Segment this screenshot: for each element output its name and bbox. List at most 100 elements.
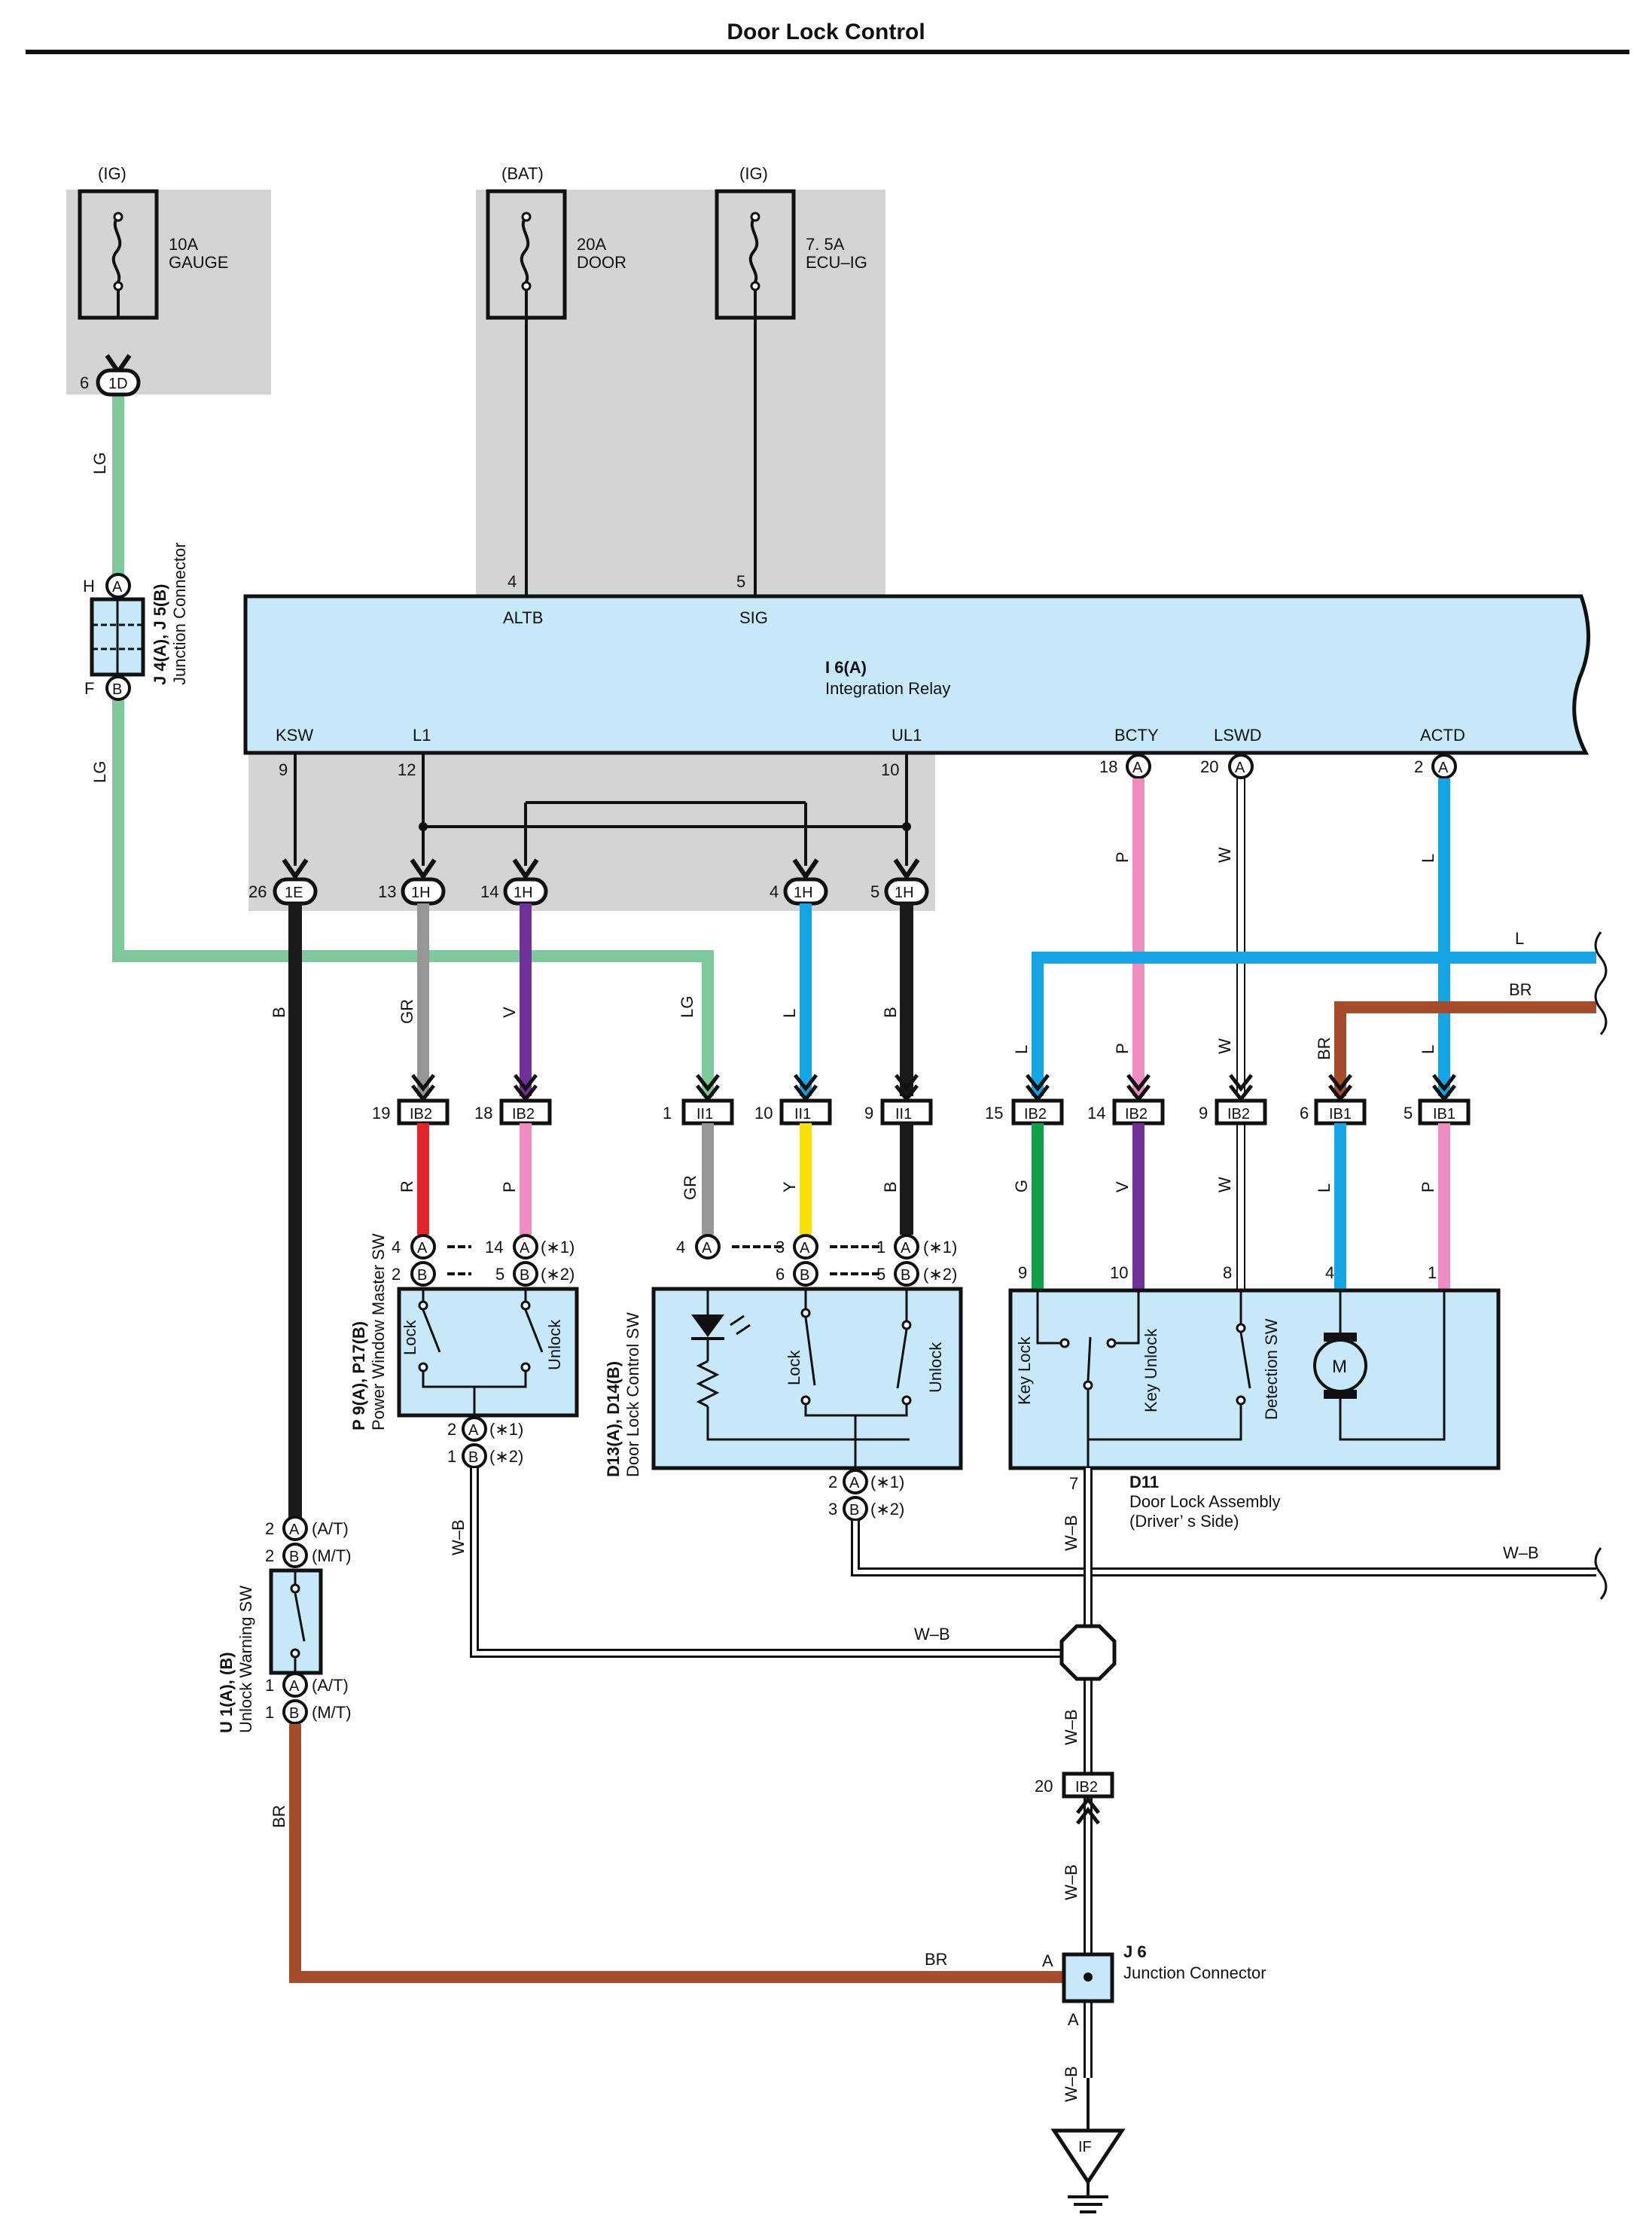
wire-lg-label-2: LG (90, 761, 109, 783)
svg-text:B: B (520, 1267, 529, 1284)
svg-text:IB2: IB2 (1075, 1779, 1098, 1796)
svg-text:IF: IF (1078, 2139, 1092, 2155)
svg-text:G: G (1012, 1180, 1031, 1193)
svg-text:A: A (520, 1240, 530, 1257)
svg-text:A: A (1132, 760, 1143, 776)
svg-text:V: V (500, 1007, 519, 1018)
fuse-gauge-supply: (IG) (98, 164, 126, 183)
gauge-fuse-area (66, 190, 271, 394)
j6-name: Junction Connector (1123, 1963, 1266, 1982)
relay-sig: SIG (739, 608, 768, 627)
fuse-gauge-name: GAUGE (169, 253, 228, 272)
svg-text:Lock: Lock (785, 1350, 803, 1385)
page-title: Door Lock Control (727, 20, 925, 44)
relay-l1: L1 (413, 726, 431, 745)
svg-text:BR: BR (270, 1805, 288, 1828)
svg-text:2: 2 (265, 1519, 274, 1538)
svg-text:A: A (849, 1475, 860, 1491)
connector-row: IB2 19 IB2 18 II1 1 II1 10 II1 9 IB (372, 1074, 1471, 1126)
svg-text:B: B (112, 681, 122, 698)
svg-text:1: 1 (447, 1447, 456, 1466)
svg-text:L: L (1419, 1045, 1437, 1054)
svg-text:M: M (1332, 1357, 1347, 1377)
svg-text:19: 19 (372, 1104, 390, 1123)
door-lock-sw-name: Door Lock Control SW (623, 1312, 642, 1477)
fuse-ecu-name: ECU–IG (806, 253, 867, 272)
relay-ksw: KSW (276, 726, 313, 745)
svg-text:10: 10 (1110, 1263, 1128, 1282)
j4-name: Junction Connector (170, 542, 189, 685)
ground-network: W–B W–B W–B W–B W–B W–B W–B IB2 20 (449, 1468, 1608, 2102)
integration-relay: ALTB SIG I 6(A) Integration Relay KSW L1… (243, 594, 1591, 755)
svg-text:(∗2): (∗2) (489, 1447, 523, 1466)
svg-text:P: P (1419, 1181, 1437, 1193)
svg-text:(∗1): (∗1) (870, 1473, 904, 1491)
master-sw-code: P 9(A), P17(B) (349, 1321, 368, 1430)
svg-text:1: 1 (265, 1703, 274, 1722)
svg-text:W–B: W–B (1062, 1515, 1081, 1551)
svg-text:A: A (1235, 760, 1245, 776)
svg-text:V: V (1113, 1181, 1132, 1193)
svg-text:BR: BR (1315, 1037, 1333, 1060)
svg-text:L: L (780, 1009, 799, 1018)
svg-text:A: A (112, 579, 123, 596)
svg-text:A: A (1042, 1951, 1053, 1970)
svg-text:5: 5 (495, 1265, 504, 1284)
connector-1d: 1D 6 (80, 354, 141, 397)
svg-text:26: 26 (248, 882, 267, 901)
door-lock-assy-sub: (Driver’ s Side) (1129, 1512, 1239, 1531)
svg-text:P: P (1113, 851, 1132, 863)
unlock-sw-name: Unlock Warning SW (236, 1586, 255, 1733)
svg-text:6: 6 (1300, 1104, 1309, 1123)
svg-text:H: H (83, 577, 95, 596)
svg-text:18: 18 (1099, 757, 1117, 776)
door-lock-assy-code: D11 (1129, 1473, 1159, 1491)
svg-text:IB1: IB1 (1329, 1106, 1352, 1123)
svg-text:IB2: IB2 (410, 1106, 432, 1123)
svg-text:B: B (270, 1007, 288, 1018)
svg-text:Key Unlock: Key Unlock (1141, 1328, 1160, 1412)
svg-text:18: 18 (474, 1104, 492, 1123)
relay-actd: ACTD (1420, 726, 1465, 745)
svg-text:II1: II1 (696, 1106, 713, 1123)
svg-text:1H: 1H (794, 885, 813, 901)
power-window-master-sw: A 4 B 2 A 14 (∗1) B 5 (∗2) Lock Unlock A… (349, 1233, 579, 1469)
svg-text:A: A (800, 1240, 810, 1257)
svg-text:(∗1): (∗1) (489, 1420, 523, 1439)
fuse-door-rating: 20A (577, 235, 606, 254)
svg-text:A: A (901, 1240, 911, 1257)
svg-text:A: A (468, 1422, 479, 1439)
door-lock-assembly: 9 10 8 4 1 Key Lock Key Unlock Detection… (1008, 1263, 1501, 1531)
svg-text:14: 14 (1087, 1104, 1105, 1123)
svg-text:9: 9 (279, 760, 288, 779)
svg-text:5: 5 (870, 882, 879, 901)
svg-text:8: 8 (1223, 1263, 1232, 1282)
svg-text:3: 3 (828, 1500, 837, 1519)
svg-text:(∗2): (∗2) (923, 1265, 957, 1284)
svg-text:15: 15 (985, 1104, 1003, 1123)
svg-text:10: 10 (881, 760, 899, 779)
svg-text:2: 2 (828, 1473, 837, 1491)
svg-text:B: B (881, 1007, 900, 1018)
svg-text:4: 4 (392, 1238, 401, 1257)
svg-text:B: B (881, 1181, 900, 1193)
svg-text:B: B (800, 1267, 809, 1284)
svg-text:(∗2): (∗2) (541, 1265, 575, 1284)
master-sw-name: Power Window Master SW (369, 1233, 388, 1430)
fuse-gauge-rating: 10A (169, 235, 198, 254)
ground-if: IF (1050, 2078, 1126, 2213)
svg-text:1: 1 (876, 1238, 885, 1257)
svg-text:2: 2 (447, 1420, 456, 1439)
svg-text:BR: BR (1509, 980, 1532, 999)
fuse-gauge: (IG) 10A GAUGE (78, 164, 228, 320)
svg-text:1: 1 (265, 1676, 274, 1695)
door-lock-control-sw: A 4 A 3 B 6 A 1 (∗1) B 5 (∗2) (604, 1234, 963, 1522)
svg-text:1H: 1H (895, 885, 914, 901)
svg-text:4: 4 (770, 882, 779, 901)
svg-text:2: 2 (1414, 757, 1423, 776)
relay-pin-5: 5 (736, 572, 745, 591)
relay-name: Integration Relay (825, 679, 950, 698)
svg-text:5: 5 (1404, 1104, 1413, 1123)
svg-text:14: 14 (480, 882, 498, 901)
svg-text:GR: GR (398, 999, 416, 1024)
